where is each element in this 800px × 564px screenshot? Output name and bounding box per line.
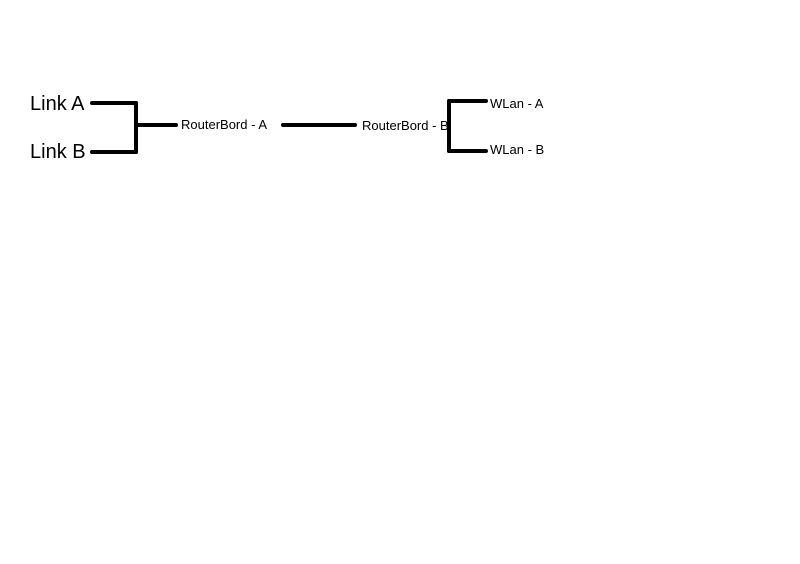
edge-links-to-routerbord-a [90, 101, 178, 154]
edge-routerbord-b-to-wlans [447, 99, 488, 153]
node-link-a: Link A [30, 93, 85, 115]
node-routerbord-b: RouterBord - B [362, 118, 449, 133]
node-routerbord-a: RouterBord - A [181, 117, 267, 132]
node-wlan-b: WLan - B [490, 142, 545, 157]
node-wlan-a: WLan - A [490, 96, 544, 111]
node-link-b: Link B [30, 141, 86, 163]
